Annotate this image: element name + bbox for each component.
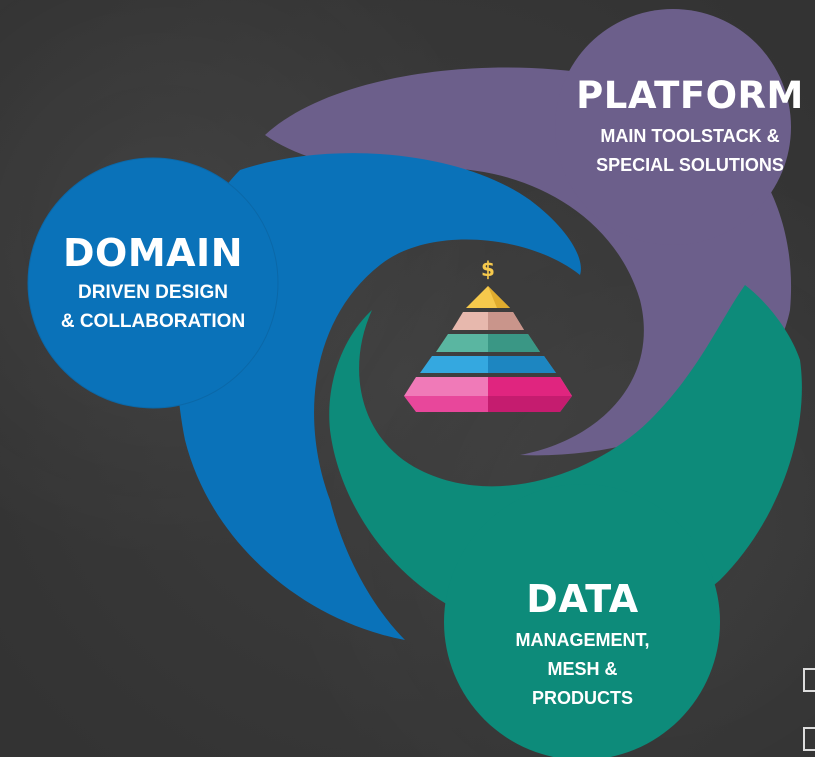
dollar-symbol: $	[481, 257, 495, 281]
dollar-pyramid-icon: $	[404, 257, 572, 412]
edge-box-1	[803, 668, 815, 692]
data-subtitle-1: MANAGEMENT,	[515, 630, 650, 650]
data-label: DATA MANAGEMENT, MESH & PRODUCTS	[470, 572, 695, 713]
domain-label: DOMAIN DRIVEN DESIGN & COLLABORATION	[28, 228, 278, 336]
data-subtitle-3: PRODUCTS	[531, 688, 633, 708]
data-subtitle-2: MESH &	[547, 659, 618, 679]
domain-title: DOMAIN	[62, 231, 243, 275]
platform-subtitle-2: SPECIAL SOLUTIONS	[596, 155, 784, 175]
domain-subtitle-2: & COLLABORATION	[60, 311, 246, 332]
data-title: DATA	[526, 577, 639, 621]
platform-label: PLATFORM MAIN TOOLSTACK & SPECIAL SOLUTI…	[560, 70, 815, 180]
platform-subtitle-1: MAIN TOOLSTACK &	[600, 126, 780, 146]
data-circle	[444, 484, 720, 757]
domain-circle	[27, 157, 279, 409]
platform-title: PLATFORM	[576, 74, 804, 117]
platform-circle	[555, 9, 791, 245]
domain-subtitle-1: DRIVEN DESIGN	[78, 282, 228, 303]
edge-box-2	[803, 727, 815, 751]
